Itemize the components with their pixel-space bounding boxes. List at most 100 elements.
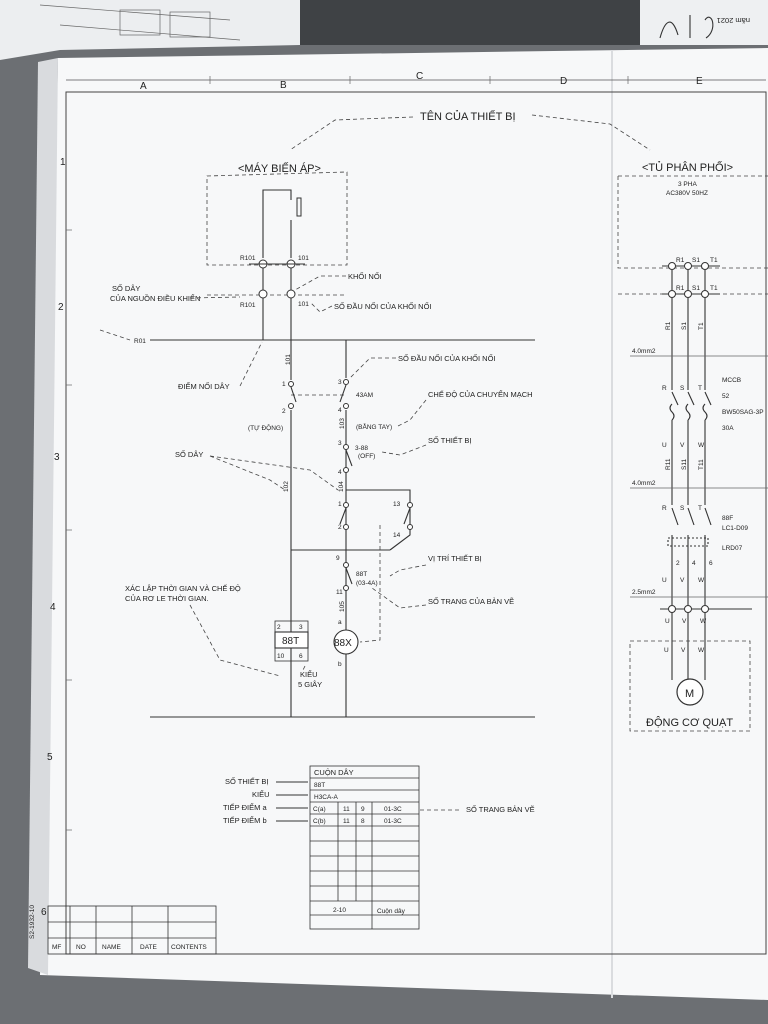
- leader-diem-noi: [239, 341, 263, 387]
- t-101a: 101: [298, 255, 309, 262]
- n11: 11: [336, 589, 343, 596]
- panel-wire-2: 4.0mm2: [632, 480, 656, 487]
- start-contact: [339, 502, 349, 530]
- t-r101a: R101: [240, 255, 256, 262]
- panel-u-3: U: [665, 618, 670, 625]
- label-khoi-noi: KHỐI NỐI: [348, 271, 382, 281]
- panel-bw: BW50SAG-3P: [722, 409, 764, 416]
- coil-table-header: CUỘN DÂY: [314, 768, 354, 777]
- device-name-leader-right: [531, 114, 651, 151]
- panel-wire-3: 2.5mm2: [632, 589, 656, 596]
- doc-code: S2-1932-10: [29, 905, 36, 939]
- tb-date: DATE: [140, 944, 158, 951]
- leader-khoi-noi: [294, 275, 346, 291]
- coil-a-2: 9: [361, 806, 365, 813]
- w101: 101: [285, 354, 292, 365]
- motor-label: M: [685, 688, 694, 700]
- n4b: 4: [338, 469, 342, 476]
- panel-s1b: S1: [692, 285, 700, 292]
- panel-u: U: [662, 442, 667, 449]
- leader-so-day-1: [209, 455, 286, 491]
- leader-dau-noi-1: [309, 301, 333, 313]
- panel-terminals-bottom: [662, 290, 720, 298]
- pin-10: 10: [277, 653, 285, 660]
- legend-so-trang: SỐ TRANG BẢN VẼ: [466, 804, 535, 814]
- panel-t1: T1: [710, 257, 718, 264]
- terminal-b: b: [338, 661, 342, 668]
- transformer-title: <MÁY BIẾN ÁP>: [238, 162, 321, 175]
- panel-phase-lines: [671, 270, 706, 680]
- n2b: 2: [338, 524, 342, 531]
- tb-contents: CONTENTS: [171, 944, 207, 951]
- n2: 2: [282, 408, 286, 415]
- panel-s11: S11: [681, 459, 688, 470]
- transformer-winding: [262, 189, 292, 258]
- top-paper-scrap: [0, 0, 300, 60]
- label-kieu: KIỂU: [300, 670, 318, 679]
- corner-handwriting: [659, 15, 714, 39]
- leader-che-do: [397, 399, 427, 427]
- motor-terminals: [660, 605, 752, 613]
- legend-tiep-diem-b: TIẾP ĐIỂM b: [223, 815, 267, 825]
- legend-so-thiet-bi: SỐ THIẾT BỊ: [225, 776, 268, 786]
- panel-s: S: [680, 385, 685, 392]
- col-c: C: [416, 71, 423, 82]
- panel-t1b: T1: [710, 285, 718, 292]
- panel-w: W: [698, 442, 705, 449]
- leader-dau-noi-2: [349, 357, 396, 379]
- n13: 13: [393, 501, 401, 508]
- n4: 4: [338, 407, 342, 414]
- contactor-88f: [667, 507, 712, 547]
- tb-no: NO: [76, 944, 86, 951]
- panel-t1-vert: T1: [698, 322, 705, 330]
- coil-a-3: 01-3C: [384, 806, 402, 813]
- n3: 3: [338, 379, 342, 386]
- panel-r11: R11: [665, 458, 672, 470]
- row-2: 2: [58, 302, 64, 313]
- transformer-box: [206, 171, 348, 266]
- leader-so-trang: [371, 587, 427, 609]
- panel-r1b: R1: [676, 285, 685, 292]
- panel-s1: S1: [692, 257, 700, 264]
- label-xac-lap-2: CỦA RƠ LE THỜI GIAN.: [125, 594, 209, 603]
- panel-w-4: W: [698, 647, 705, 654]
- label-r01: R01: [134, 338, 146, 345]
- motor-box: [629, 640, 751, 732]
- coil-a-1: 11: [343, 806, 350, 813]
- leader-kieu: [302, 665, 306, 671]
- timer-contact-88t: [343, 562, 353, 591]
- panel-4: 4: [692, 560, 696, 567]
- panel-v-3: V: [682, 618, 687, 625]
- transformer-fuse: [296, 197, 302, 217]
- panel-2: 2: [676, 560, 680, 567]
- panel-88f: 88F: [722, 515, 733, 522]
- t-r101b: R101: [240, 302, 256, 309]
- title-block: [47, 905, 217, 955]
- panel-s-2: S: [680, 505, 685, 512]
- hold-contact-13-14: [403, 502, 413, 530]
- device-name-title: TÊN CỦA THIẾT BỊ: [420, 110, 516, 123]
- panel-v-4: V: [681, 647, 686, 654]
- label-xac-lap-1: XÁC LẬP THỜI GIAN VÀ CHẾ ĐỘ: [125, 583, 241, 593]
- scrap-sketch: [39, 4, 241, 41]
- panel-t11: T11: [698, 459, 705, 470]
- label-so-dau-noi-2: SỐ ĐẦU NỐI CỦA KHỐI NỐI: [398, 353, 496, 363]
- selector-auto-contact: [288, 381, 297, 409]
- panel-box: [617, 175, 768, 269]
- bang-tay: (BẰNG TAY): [356, 422, 392, 431]
- panel-r1-vert: R1: [665, 321, 672, 330]
- right-paper-scrap: [640, 0, 768, 45]
- coil-b-1: 11: [343, 818, 350, 825]
- leader-so-thiet-bi: [381, 444, 427, 456]
- label-so-dau-noi-1: SỐ ĐẦU NỐI CỦA KHỐI NỐI: [334, 301, 432, 311]
- n3b: 3: [338, 440, 342, 447]
- panel-title: <TỦ PHÂN PHỐI>: [642, 160, 733, 174]
- label-5-giay: 5 GIÂY: [298, 680, 322, 689]
- coil-b-0: C(b): [313, 818, 326, 825]
- panel-v-2: V: [680, 577, 685, 584]
- coil-table: [309, 765, 420, 930]
- panel-r: R: [662, 385, 667, 392]
- panel-spec-2: AC380V 50HZ: [666, 190, 708, 197]
- panel-t: T: [698, 385, 702, 392]
